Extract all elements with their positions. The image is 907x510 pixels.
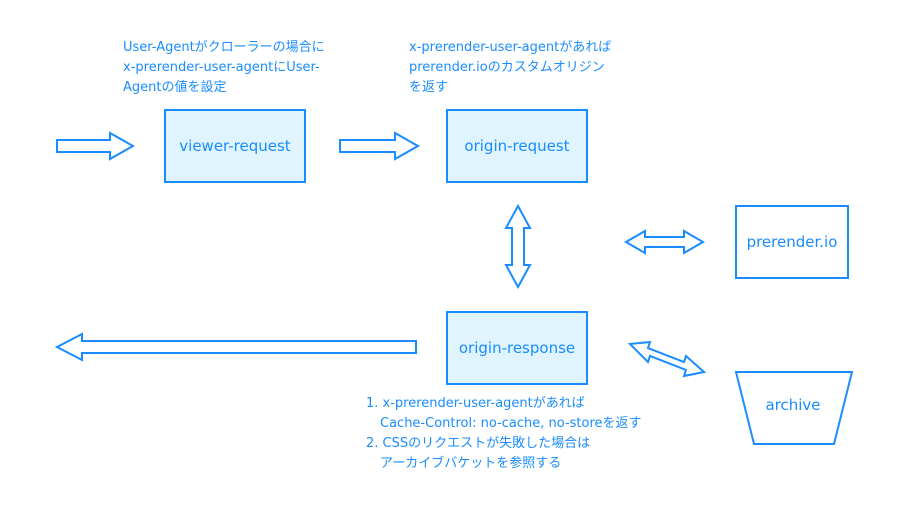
archive-label: archive: [765, 396, 821, 414]
archive-shape: [734, 371, 854, 445]
incoming-arrow: [56, 131, 136, 161]
origin-response-note-line: Cache-Control: no-cache, no-storeを返す: [380, 416, 642, 431]
origin-request-note-line: x-prerender-user-agentがあれば: [409, 40, 612, 55]
viewer-request-note-line: Agentの値を設定: [123, 80, 227, 95]
prerender-arrow: [624, 229, 705, 255]
origin-request-note: x-prerender-user-agentがあれば prerender.ioの…: [409, 38, 611, 98]
archive-arrow: [627, 340, 707, 378]
origin-request-label: origin-request: [464, 137, 570, 155]
viewer-request-note-line: x-prerender-user-agentにUser-: [123, 60, 320, 75]
origin-request-note-line: を返す: [409, 80, 449, 95]
origin-response-note: 1. x-prerender-user-agentがあれば Cache-Cont…: [366, 394, 642, 474]
origin-response-note-line: 1. x-prerender-user-agentがあれば: [366, 396, 585, 411]
origin-request-box: origin-request: [446, 109, 588, 183]
viewer-request-label: viewer-request: [179, 137, 291, 155]
origin-response-box: origin-response: [446, 311, 588, 385]
origin-response-note-line: 2. CSSのリクエストが失敗した場合は: [366, 436, 591, 451]
viewer-to-origin-arrow: [339, 131, 421, 161]
origin-request-response-arrow: [504, 203, 532, 290]
origin-request-note-line: prerender.ioのカスタムオリジン: [409, 60, 605, 75]
origin-response-note-line: アーカイブバケットを参照する: [380, 456, 562, 471]
prerender-label: prerender.io: [746, 233, 838, 251]
origin-response-label: origin-response: [458, 339, 576, 357]
prerender-box: prerender.io: [735, 205, 849, 279]
viewer-request-note-line: User-Agentがクローラーの場合に: [123, 40, 325, 55]
response-outgoing-arrow: [54, 332, 417, 362]
viewer-request-box: viewer-request: [164, 109, 306, 183]
viewer-request-note: User-Agentがクローラーの場合に x-prerender-user-ag…: [123, 38, 325, 98]
